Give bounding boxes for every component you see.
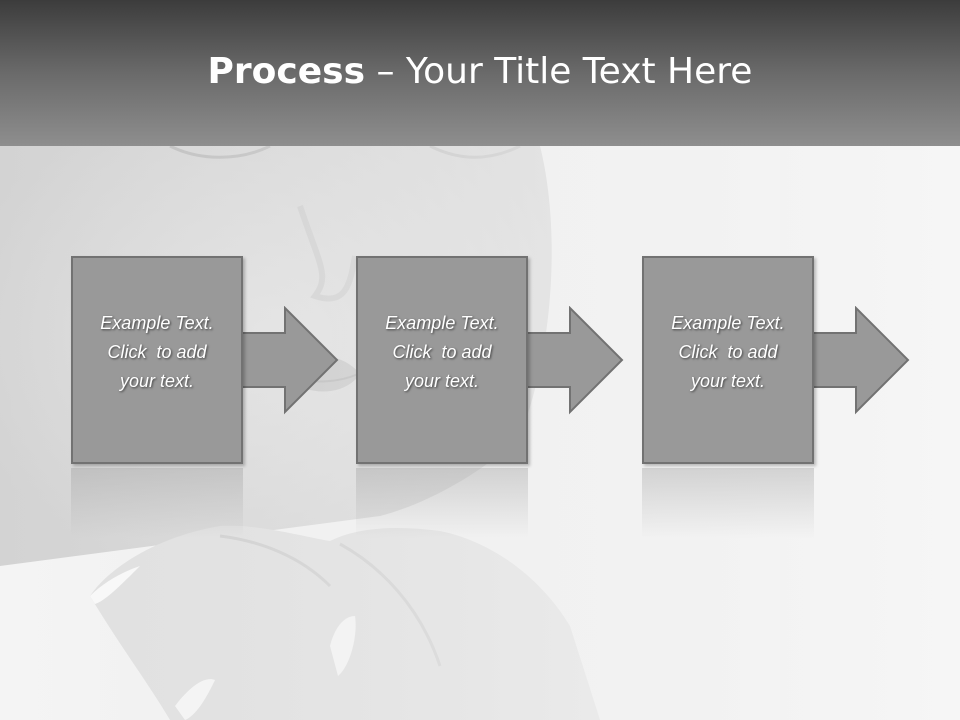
step-text: Example Text. Click to add your text.: [385, 309, 498, 396]
title-rest: – Your Title Text Here: [365, 50, 753, 92]
step-text-line: Example Text.: [385, 312, 499, 333]
title-bold: Process: [207, 50, 366, 92]
arrow-right-icon: [812, 306, 910, 415]
step-text-line: Click to add: [392, 341, 492, 362]
step-text-line: your text.: [690, 370, 765, 391]
arrow-right-icon: [241, 306, 339, 415]
step-text: Example Text. Click to add your text.: [671, 309, 784, 396]
step-text: Example Text. Click to add your text.: [100, 309, 213, 396]
title-bar: Process – Your Title Text Here: [0, 0, 960, 146]
step-text-line: Click to add: [107, 341, 207, 362]
step-reflection: [71, 468, 243, 538]
step-text-line: your text.: [119, 370, 194, 391]
step-text-line: Example Text.: [100, 312, 214, 333]
step-reflection: [356, 468, 528, 538]
step-box[interactable]: Example Text. Click to add your text.: [71, 256, 243, 464]
step-text-line: your text.: [404, 370, 479, 391]
step-reflection: [642, 468, 814, 538]
step-text-line: Click to add: [678, 341, 778, 362]
step-text-line: Example Text.: [671, 312, 785, 333]
arrow-right-icon: [526, 306, 624, 415]
slide-title[interactable]: Process – Your Title Text Here: [208, 51, 753, 92]
step-box[interactable]: Example Text. Click to add your text.: [356, 256, 528, 464]
step-box[interactable]: Example Text. Click to add your text.: [642, 256, 814, 464]
